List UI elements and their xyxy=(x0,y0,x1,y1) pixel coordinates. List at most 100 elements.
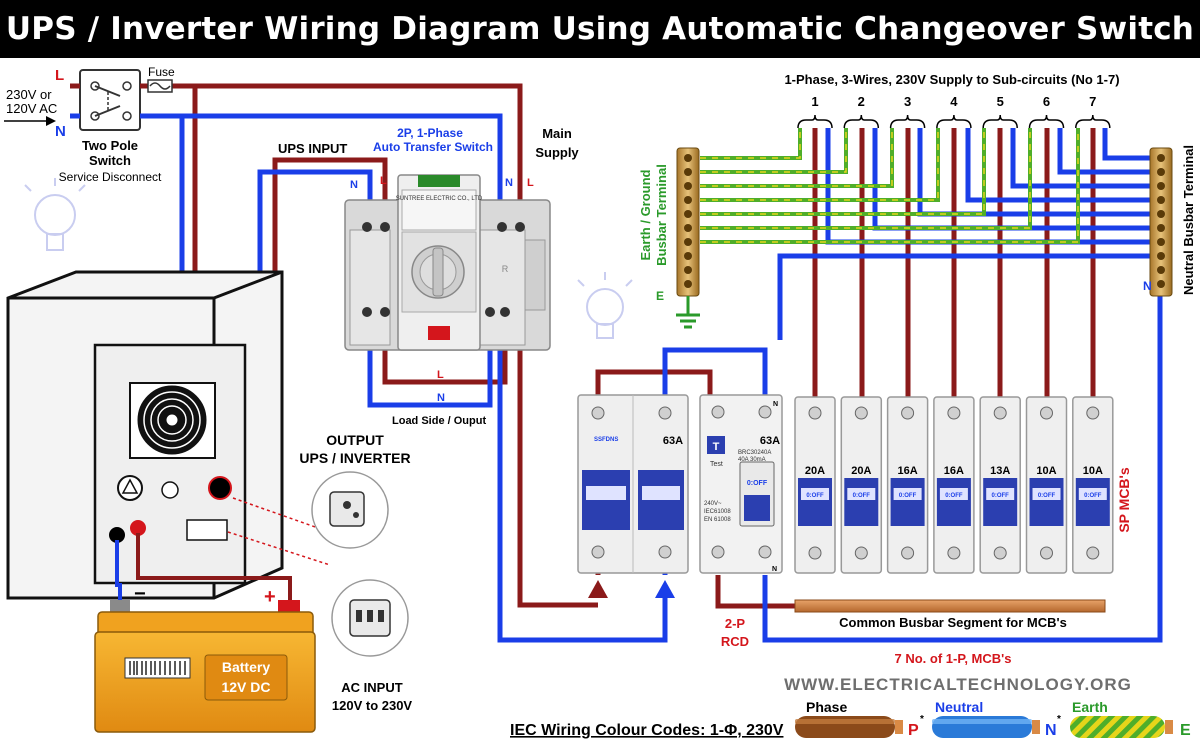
rcd-rating: 63A xyxy=(760,435,780,447)
ac-input-label-line1: AC INPUT xyxy=(341,680,402,695)
switch-label-line1: Two Pole xyxy=(82,138,138,153)
common-busbar xyxy=(794,599,1106,613)
main-breaker xyxy=(577,394,689,574)
sub-circuit-number: 1 xyxy=(811,94,818,109)
battery-label-line1: Battery xyxy=(222,659,270,675)
mcb-off-label: 0:OFF xyxy=(1084,493,1102,499)
sp-mcb-label: SP MCB's xyxy=(1116,467,1132,533)
ats-ups-L-label: L xyxy=(380,175,387,187)
rcd-spec-line3: 240V~ xyxy=(704,501,722,507)
rcd-spec-line5: EN 61008 xyxy=(704,517,731,523)
output-label-line1: OUTPUT xyxy=(326,432,384,448)
legend-earth-symbol: E xyxy=(1180,722,1191,739)
bracket xyxy=(1075,114,1111,129)
load-side-label: Load Side / Ouput xyxy=(392,415,486,427)
supply-N-label: N xyxy=(55,123,66,140)
ats-ups-N-label: N xyxy=(350,179,358,191)
load-N-label: N xyxy=(437,392,445,404)
output-terminal xyxy=(208,476,232,500)
sub-circuit-number: 2 xyxy=(858,94,865,109)
legend-earth xyxy=(1070,716,1173,738)
earth-busbar-label-line1: Earth / Ground xyxy=(638,169,653,260)
main-supply-line2: Supply xyxy=(535,145,579,160)
rcd-label-line2: RCD xyxy=(721,634,749,649)
neutral-busbar xyxy=(1149,147,1173,297)
page-title: UPS / Inverter Wiring Diagram Using Auto… xyxy=(0,0,1200,58)
bracket xyxy=(1028,114,1065,129)
legend-phase xyxy=(795,716,903,738)
battery-label-line2: 12V DC xyxy=(221,679,270,695)
load-L-label: L xyxy=(437,369,444,381)
neutral-N-label: N xyxy=(1143,279,1152,293)
socket-icon xyxy=(117,475,143,501)
supply-arrow xyxy=(4,116,56,126)
plug-icon xyxy=(311,471,389,549)
bracket xyxy=(797,114,833,129)
rcd-test-label: Test xyxy=(710,461,723,468)
sub-circuit-header: 1-Phase, 3-Wires, 230V Supply to Sub-cir… xyxy=(784,72,1119,87)
supply-voltage-line2: 120V AC xyxy=(6,101,57,116)
rcd-spec-line2: 40A 30mA xyxy=(738,457,766,463)
ats-r-label: R xyxy=(502,264,509,274)
fuse xyxy=(147,79,173,93)
fan-icon xyxy=(129,382,216,459)
ground-icon xyxy=(676,313,700,329)
mcb-off-label: 0:OFF xyxy=(992,493,1010,499)
bracket xyxy=(936,114,972,129)
ups-input-label: UPS INPUT xyxy=(278,141,347,156)
busbar-label: Common Busbar Segment for MCB's xyxy=(839,615,1067,630)
feed-arrows xyxy=(588,580,675,598)
sub-circuit-number: 6 xyxy=(1043,94,1050,109)
mcb-off-label: 0:OFF xyxy=(1038,493,1056,499)
mcb-rating: 20A xyxy=(851,465,871,477)
ups-inverter xyxy=(6,270,284,600)
battery xyxy=(94,600,316,733)
battery-plus: + xyxy=(264,586,276,608)
legend-title: IEC Wiring Colour Codes: 1-Φ, 230V xyxy=(510,722,784,739)
fuse-label: Fuse xyxy=(148,65,175,79)
rcd-label-line1: 2-P xyxy=(725,616,746,631)
supply-voltage-line1: 230V or xyxy=(6,87,52,102)
earth-busbar-label-line2: Busbar Terminal xyxy=(654,164,669,266)
bracket xyxy=(843,114,880,129)
rcd xyxy=(699,394,783,574)
ats-title-line1: 2P, 1-Phase xyxy=(397,126,463,140)
battery-terminal-positive xyxy=(130,520,146,536)
legend-neutral-symbol: N xyxy=(1045,722,1057,739)
legend-neutral-label: Neutral xyxy=(935,699,983,715)
main-breaker-rating: 63A xyxy=(663,435,683,447)
ac-input-label-line2: 120V to 230V xyxy=(332,698,413,713)
auto-transfer-switch xyxy=(344,174,551,351)
ats-main-L-label: L xyxy=(527,177,534,189)
rcd-spec-line1: BRC30240A xyxy=(738,450,771,456)
earth-wires xyxy=(700,128,1080,244)
mcb-count-label: 7 No. of 1-P, MCB's xyxy=(895,651,1012,666)
main-supply-line1: Main xyxy=(542,126,572,141)
earth-E-label: E xyxy=(656,289,664,303)
rcd-N-top: N xyxy=(773,401,778,408)
ats-title-line2: Auto Transfer Switch xyxy=(373,140,493,154)
supply-L-label: L xyxy=(55,67,64,84)
main-breaker-brand: SSFDNS xyxy=(594,437,618,443)
switch-label-line3: Service Disconnect xyxy=(59,170,162,184)
mcb-rating: 13A xyxy=(990,465,1010,477)
bulb-icon xyxy=(577,272,633,339)
mcb: 13A 0:OFF xyxy=(979,396,1021,574)
legend-neutral xyxy=(932,716,1040,738)
mcb: 16A 0:OFF xyxy=(886,396,929,574)
mcb-rating: 16A xyxy=(898,465,918,477)
legend-phase-asterisk: * xyxy=(920,714,924,725)
mcb-off-label: 0:OFF xyxy=(899,493,917,499)
legend-phase-label: Phase xyxy=(806,699,847,715)
ats-main-N-label: N xyxy=(505,177,513,189)
bracket xyxy=(982,114,1018,129)
ac-input-socket xyxy=(186,519,228,541)
ats-brand: SUNTREE ELECTRIC CO., LTD xyxy=(396,196,483,202)
